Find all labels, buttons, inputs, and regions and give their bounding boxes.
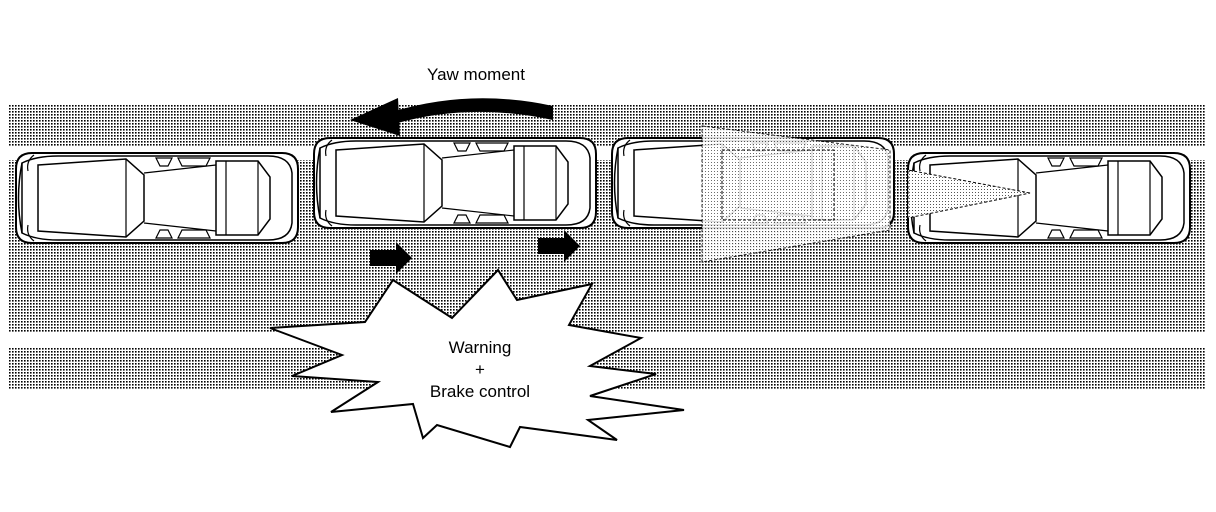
motion-arrow-icon: [370, 242, 412, 274]
warning-burst: [269, 268, 685, 449]
warning-label: Warning: [449, 338, 512, 357]
sensor-zone-wide: [701, 125, 891, 263]
road-stripe-top: [8, 105, 1206, 147]
car-2: [313, 137, 597, 229]
brake-control-label: Brake control: [430, 382, 530, 401]
warning-plus-label: +: [475, 360, 485, 379]
camera-cone: [907, 169, 1031, 219]
motion-arrow-icon: [538, 230, 580, 262]
yaw-moment-label: Yaw moment: [427, 65, 525, 84]
car-1: [15, 152, 299, 244]
yaw-arrow-icon: [392, 98, 553, 124]
sensor-zone-box: [721, 149, 835, 221]
yaw-arrow-head-icon: [350, 98, 400, 136]
